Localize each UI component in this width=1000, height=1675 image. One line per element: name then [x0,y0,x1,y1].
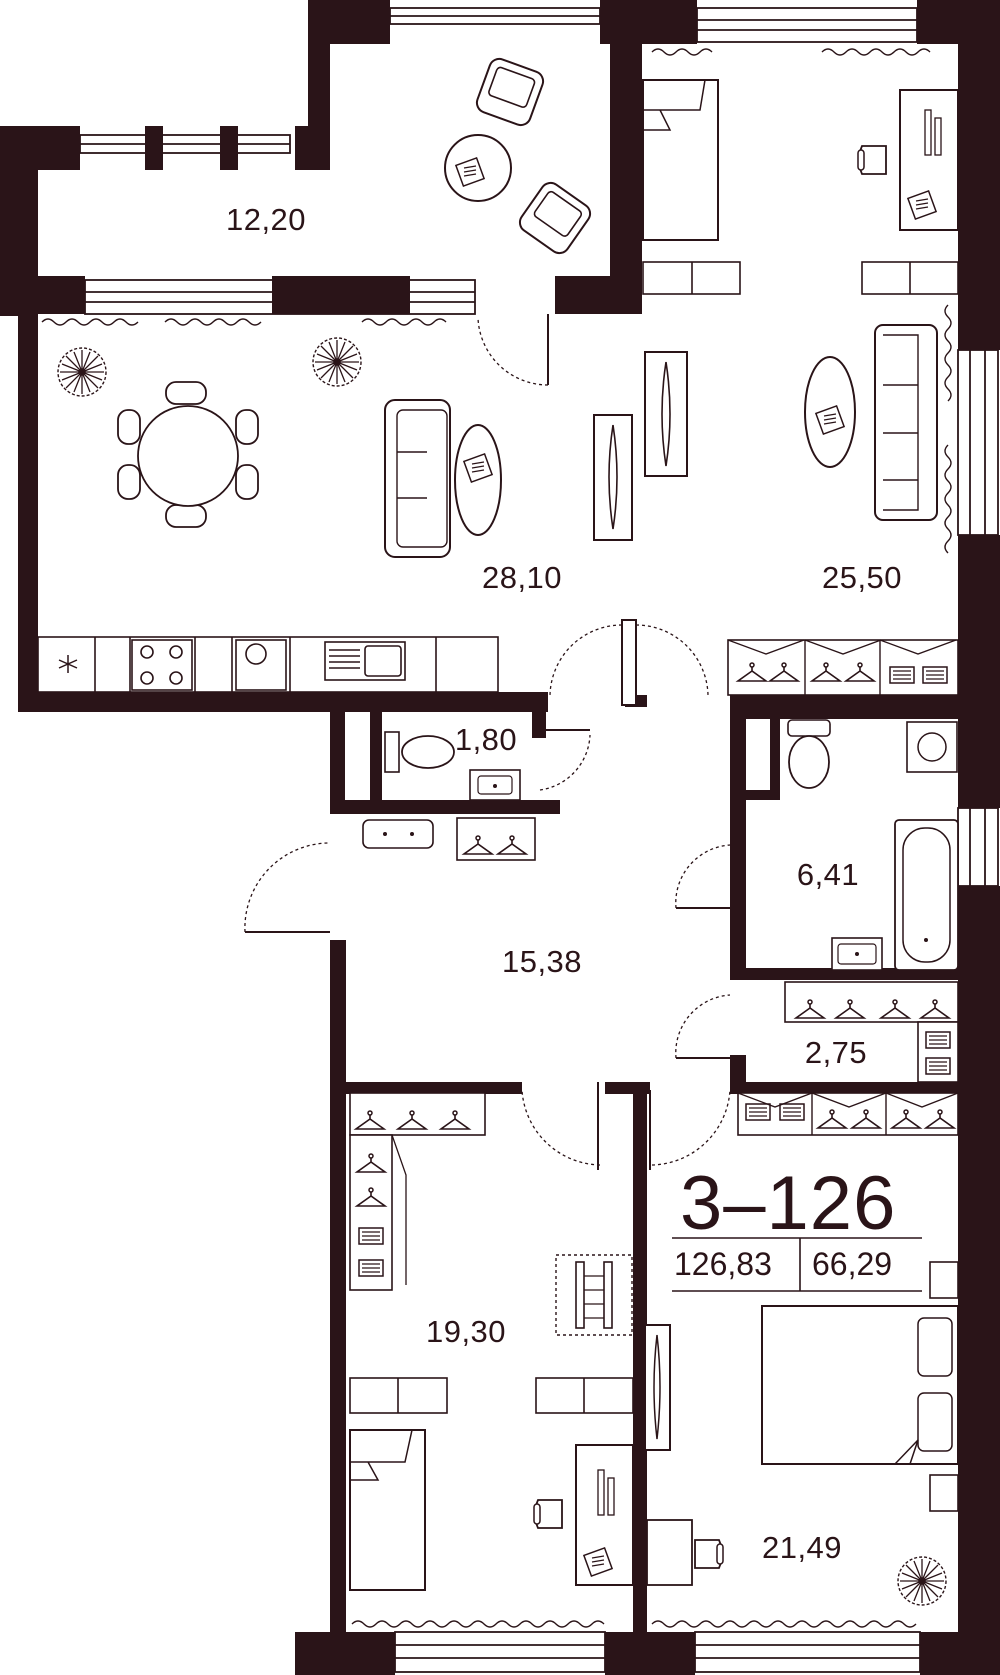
kitchen-living-furniture [37,337,633,693]
balcony-furniture [444,55,595,258]
room-area-hall: 15,38 [501,944,583,979]
room-area-storage: 2,75 [804,1035,868,1070]
apartment-living-area: 66,29 [812,1246,893,1282]
bedroom-1-furniture [642,79,959,696]
apartment-number: 3–126 [680,1161,897,1246]
room-area-master-bedroom: 21,49 [761,1530,843,1565]
apartment-stats-frame [672,1237,922,1292]
master-bedroom-furniture [644,1092,959,1606]
bathroom-furniture [787,719,959,971]
curtains [41,48,952,1628]
wc-furniture [362,731,536,861]
storage-furniture [784,981,959,1083]
apartment-total-area: 126,83 [674,1246,772,1282]
door-swings [244,317,731,1166]
room-area-kitchen-living: 28,10 [481,560,563,595]
room-area-bedroom-1: 25,50 [821,560,903,595]
bedroom-2-furniture [349,1092,634,1591]
room-area-bedroom-2: 19,30 [425,1314,507,1349]
room-area-balcony: 12,20 [225,202,307,237]
room-area-wc: 1,80 [454,722,518,757]
room-area-bathroom: 6,41 [796,857,860,892]
partitions [245,314,730,1170]
